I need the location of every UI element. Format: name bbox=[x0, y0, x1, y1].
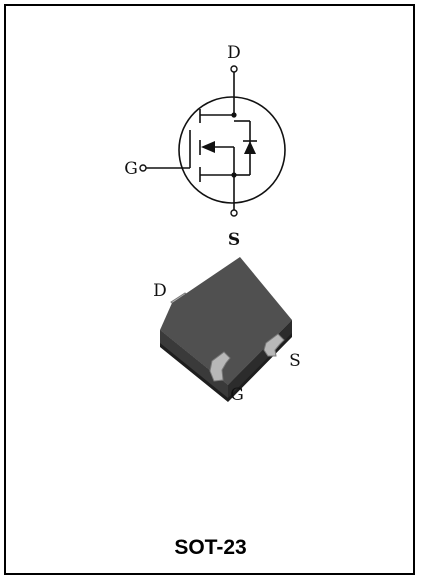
source-junction-dot bbox=[231, 172, 237, 178]
package-gate-lead bbox=[209, 351, 231, 382]
drain-junction-dot bbox=[231, 112, 237, 118]
package-name-caption: SOT-23 bbox=[174, 536, 247, 559]
symbol-envelope-circle bbox=[178, 96, 286, 204]
package-drain-label: D bbox=[153, 281, 167, 301]
package-top-face bbox=[160, 257, 292, 385]
schematic-gate-label: G bbox=[124, 159, 138, 179]
schematic-source-label: S bbox=[228, 230, 240, 250]
drain-terminal bbox=[230, 65, 238, 73]
package-source-label: S bbox=[289, 351, 301, 371]
package-gate-label: G bbox=[230, 385, 244, 405]
gate-terminal bbox=[139, 164, 147, 172]
figure-border bbox=[4, 4, 415, 575]
channel-arrow-icon bbox=[201, 141, 215, 153]
sot23-package bbox=[160, 257, 292, 402]
body-diode-icon bbox=[244, 141, 256, 154]
package-source-lead bbox=[263, 333, 285, 357]
source-terminal bbox=[230, 209, 238, 217]
package-front-face bbox=[160, 330, 228, 398]
schematic-drain-label: D bbox=[227, 43, 241, 63]
mosfet-symbol bbox=[146, 72, 286, 210]
